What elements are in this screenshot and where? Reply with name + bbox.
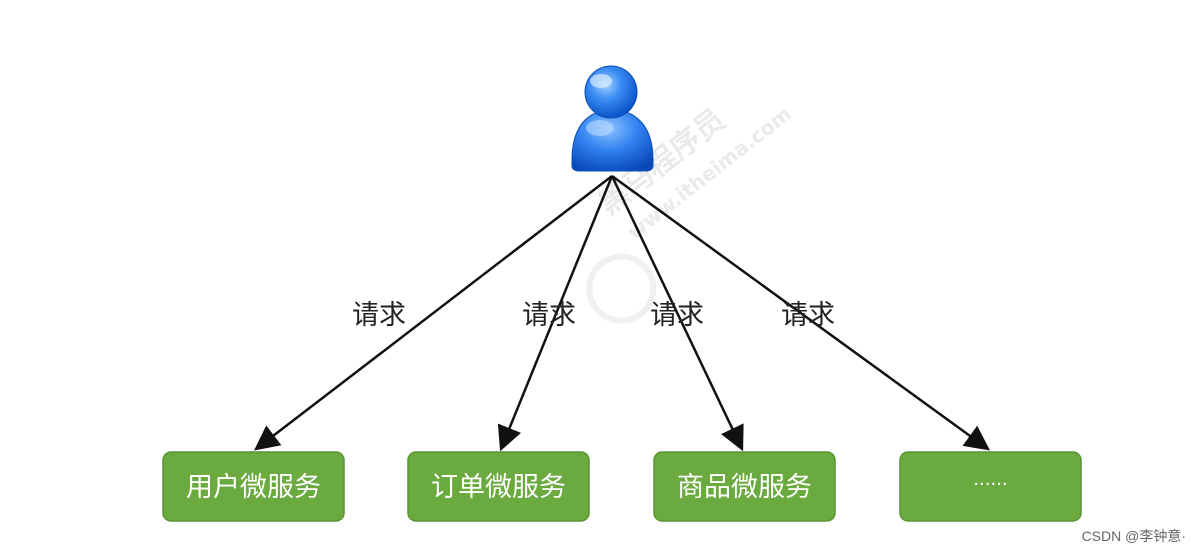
- service-user-label: 用户微服务: [186, 472, 321, 503]
- csdn-credit: CSDN @李钟意·: [1081, 528, 1186, 544]
- arrow-to-more-service: [611, 174, 991, 451]
- request-label-2: 请求: [522, 300, 576, 331]
- request-label-4: 请求: [781, 300, 835, 331]
- arrow-to-product-service: [610, 175, 744, 452]
- service-more[interactable]: ······: [899, 451, 1082, 522]
- request-label-3: 请求: [650, 300, 704, 331]
- service-order-label: 订单微服务: [431, 472, 566, 503]
- service-product-label: 商品微服务: [677, 472, 812, 503]
- user-icon: [571, 65, 654, 172]
- watermark: 黑马程序员 www.itheima.com: [586, 101, 796, 324]
- service-more-label: ······: [973, 474, 1007, 495]
- service-user[interactable]: 用户微服务: [162, 451, 345, 522]
- arrows: [254, 174, 991, 452]
- request-label-1: 请求: [352, 300, 406, 331]
- service-order[interactable]: 订单微服务: [407, 451, 590, 522]
- arrow-to-user-service: [254, 175, 613, 451]
- arrow-to-order-service: [497, 175, 614, 452]
- request-labels: 请求 请求 请求 请求: [352, 300, 835, 331]
- service-product[interactable]: 商品微服务: [653, 451, 836, 522]
